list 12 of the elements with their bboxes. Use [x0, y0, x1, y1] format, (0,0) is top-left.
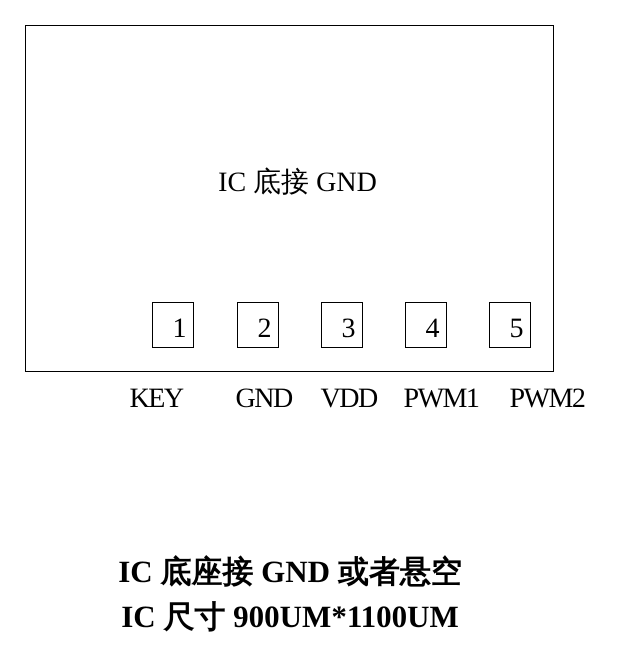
pin-name: GND [236, 384, 292, 412]
pin-name: KEY [130, 384, 183, 412]
pin-name: PWM1 [404, 384, 478, 412]
pin-name: PWM2 [510, 384, 584, 412]
pin-pad: 2 [236, 302, 278, 348]
caption-line: IC 尺寸 900UM*1100UM [120, 600, 460, 634]
pin-pad: 3 [320, 302, 362, 348]
pin-name: VDD [320, 384, 377, 412]
pin-pad: 5 [488, 302, 530, 348]
caption-line: IC 底座接 GND 或者悬空 [117, 555, 463, 590]
pin-pad: 1 [152, 302, 194, 348]
pin-pad: 4 [404, 302, 446, 348]
